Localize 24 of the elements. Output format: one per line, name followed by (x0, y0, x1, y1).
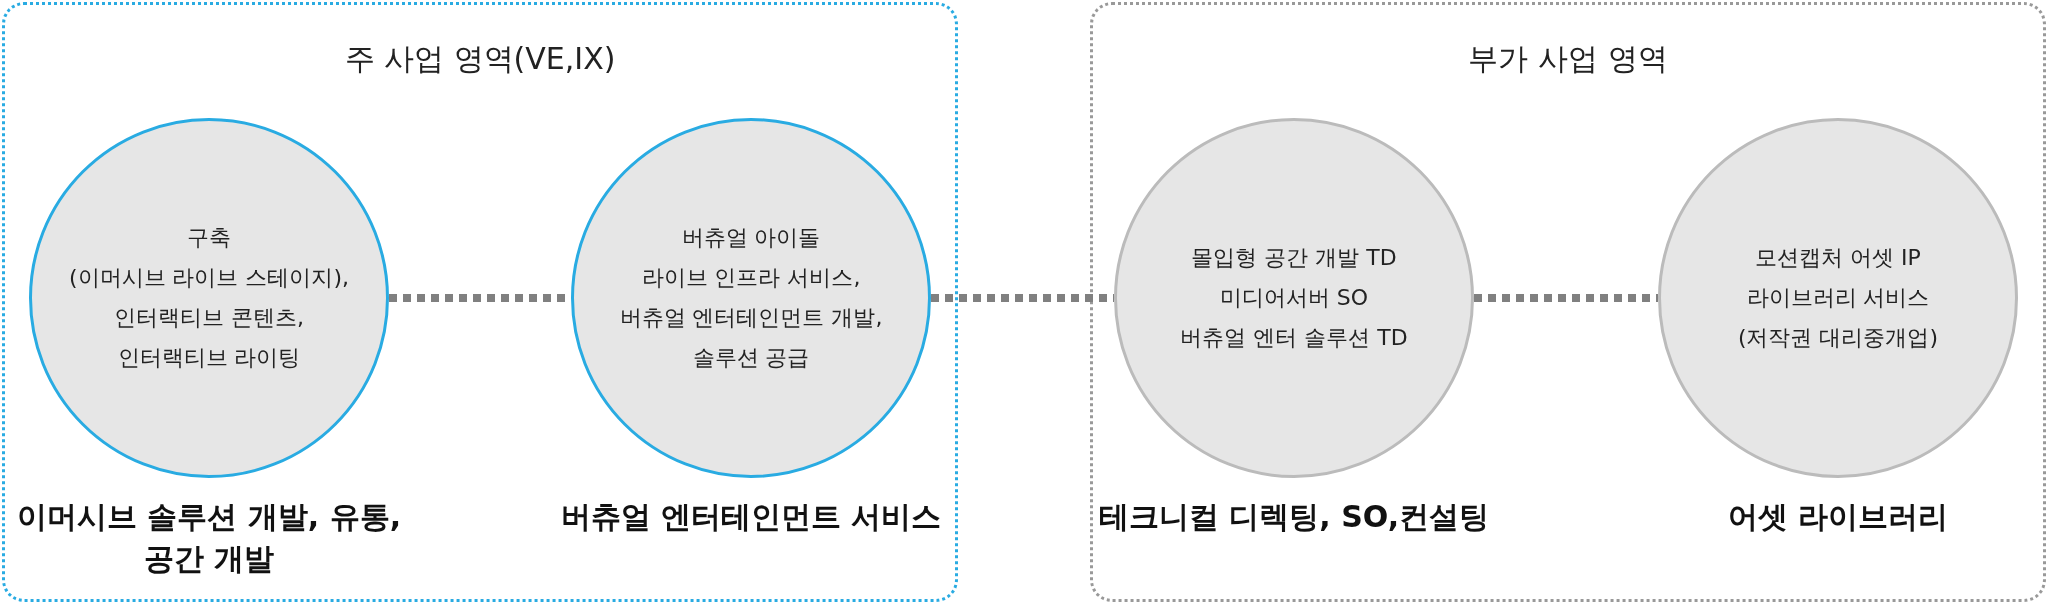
service-text: 버츄얼 엔터테인먼트 개발, (619, 304, 883, 332)
service-text: 솔루션 공급 (692, 344, 810, 372)
service-text: 인터랙티브 라이팅 (117, 344, 301, 372)
service-text: 몰입형 공간 개발 TD (1191, 244, 1397, 272)
service-text: (저작권 대리중개업) (1737, 324, 1939, 352)
area-label: 버츄얼 엔터테인먼트 서비스 (559, 498, 943, 536)
area-label: 어셋 라이브러리 (1726, 498, 1950, 536)
service-text: 버츄얼 아이돌 (681, 224, 821, 252)
service-text: 버츄얼 엔터 솔루션 TD (1180, 324, 1408, 352)
group-panel (1090, 2, 2046, 602)
service-text: 인터랙티브 콘텐츠, (114, 304, 304, 332)
service-text: 라이브 인프라 서비스, (641, 264, 861, 292)
service-text: 모션캡처 어셋 IP (1755, 244, 1921, 272)
area-label: 테크니컬 디렉팅, SO,컨설팅 (1097, 498, 1491, 536)
area-label: 이머시브 솔루션 개발, 유통,공간 개발 (15, 498, 403, 578)
service-text: (이머시브 라이브 스테이지), (68, 264, 350, 292)
group-title: 부가 사업 영역 (1468, 41, 1668, 76)
group-title: 주 사업 영역(VE,IX) (344, 41, 616, 76)
service-text: 라이브러리 서비스 (1746, 284, 1930, 312)
dotted-connector (931, 294, 1114, 302)
dotted-connector (1474, 294, 1658, 302)
service-text: 구축 (187, 224, 231, 252)
service-text: 미디어서버 SO (1219, 284, 1369, 312)
group-panel (2, 2, 958, 602)
